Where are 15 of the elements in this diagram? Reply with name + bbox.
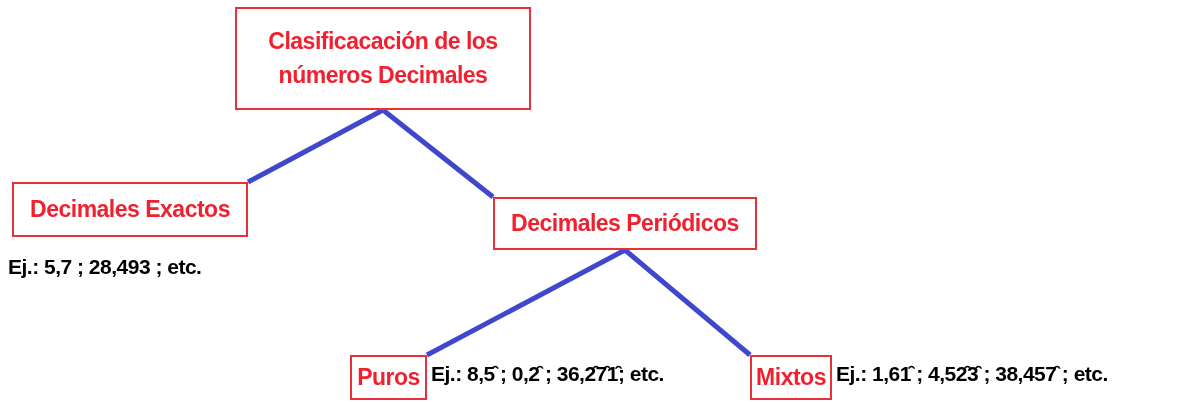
example-text: Ej.: 1,61̑ ; 4,52̑3̑ ; 38,457̑ ; etc.: [836, 361, 1108, 387]
connector-line: [623, 248, 752, 357]
subcategory-box: [750, 355, 832, 400]
node-label: Puros: [357, 362, 420, 392]
title-box: [235, 7, 531, 110]
example-text: Ej.: 5,7 ; 28,493 ; etc.: [8, 254, 202, 280]
node-label: Clasificacación de los números Decimales: [267, 27, 499, 90]
category-box: [12, 182, 248, 237]
example-text: Ej.: 8,5̑ ; 0,2̑ ; 36,2̑7̑1̑; etc.: [431, 361, 664, 387]
node-label: Decimales Periódicos: [511, 208, 739, 238]
category-box: [493, 197, 757, 250]
node-label: Mixtos: [756, 362, 826, 392]
node-label: Decimales Exactos: [30, 194, 230, 224]
subcategory-box: [350, 355, 427, 400]
connector-line: [381, 108, 495, 199]
